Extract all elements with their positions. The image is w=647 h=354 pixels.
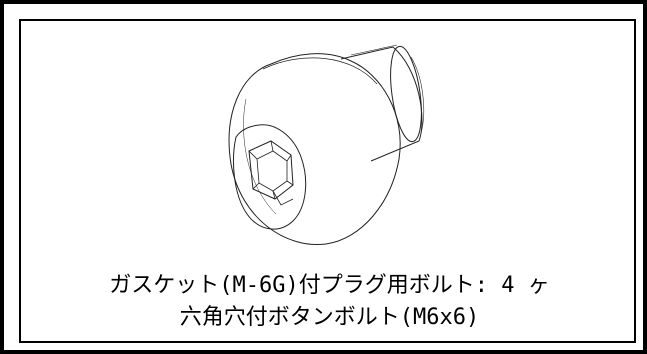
bolt-spec-caption: 六角穴付ボタンボルト(M6x6) (179, 305, 480, 330)
button-head-hex-socket-bolt-icon (228, 44, 425, 246)
parts-panel: ガスケット(M-6G)付プラグ用ボルト: 4 ヶ 六角穴付ボタンボルト(M6x6… (19, 19, 636, 343)
part-description-caption: ガスケット(M-6G)付プラグ用ボルト: 4 ヶ (109, 273, 550, 298)
